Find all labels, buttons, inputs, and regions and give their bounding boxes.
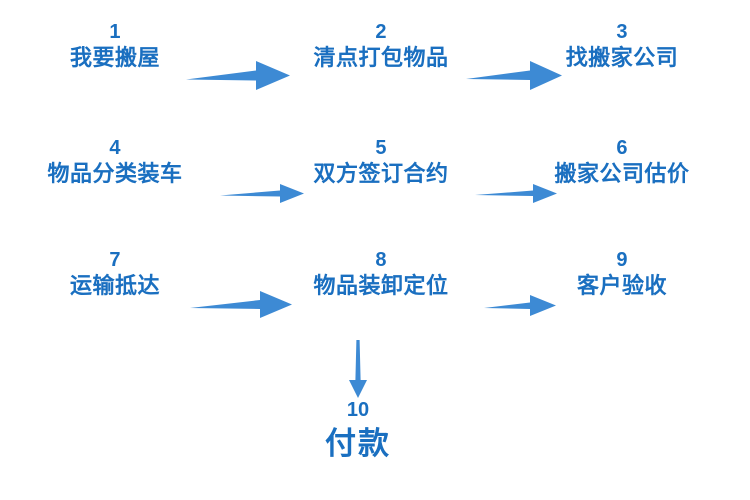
step-9-label: 客户验收 (576, 273, 668, 298)
step-6-label: 搬家公司估价 (554, 161, 690, 186)
flow-step-5[interactable]: 5 双方签订合约 (313, 138, 448, 189)
arrow-right-icon-step5-step6 (475, 181, 557, 205)
step-8-label: 物品装卸定位 (313, 273, 449, 298)
arrow-right-icon-step4-step5 (220, 181, 304, 205)
step-5-number: 5 (375, 137, 387, 159)
arrow-down-icon-step8-step10 (345, 340, 371, 398)
step-9-number: 9 (616, 249, 628, 271)
flow-step-2[interactable]: 2 清点打包物品 (313, 22, 448, 73)
step-7-label: 运输抵达 (69, 273, 161, 298)
flow-step-4[interactable]: 4 物品分类装车 (47, 138, 182, 189)
arrow-right-icon-step1-step2 (186, 58, 290, 92)
step-3-number: 3 (616, 21, 628, 43)
step-1-number: 1 (109, 21, 121, 43)
flow-step-1[interactable]: 1 我要搬屋 (70, 22, 160, 73)
arrow-right-icon-step2-step3 (466, 58, 562, 92)
step-10-label: 付款 (325, 426, 391, 461)
step-6-number: 6 (616, 137, 628, 159)
step-2-label: 清点打包物品 (313, 45, 449, 70)
step-1-label: 我要搬屋 (69, 45, 161, 70)
step-4-label: 物品分类装车 (47, 161, 183, 186)
step-10-number: 10 (346, 399, 370, 421)
step-3-label: 找搬家公司 (565, 45, 679, 70)
arrow-right-icon-step8-step9 (484, 292, 556, 318)
flow-step-7[interactable]: 7 运输抵达 (70, 250, 160, 301)
flow-step-8[interactable]: 8 物品装卸定位 (313, 250, 448, 301)
step-5-label: 双方签订合约 (313, 161, 449, 186)
arrow-right-icon-step7-step8 (190, 288, 292, 320)
step-4-number: 4 (109, 137, 121, 159)
flow-step-3[interactable]: 3 找搬家公司 (566, 22, 679, 73)
flow-step-6[interactable]: 6 搬家公司估价 (554, 138, 689, 189)
step-2-number: 2 (375, 21, 387, 43)
step-8-number: 8 (375, 249, 387, 271)
flow-step-9[interactable]: 9 客户验收 (577, 250, 667, 301)
flow-step-10[interactable]: 10 付款 (325, 400, 391, 468)
step-7-number: 7 (109, 249, 121, 271)
